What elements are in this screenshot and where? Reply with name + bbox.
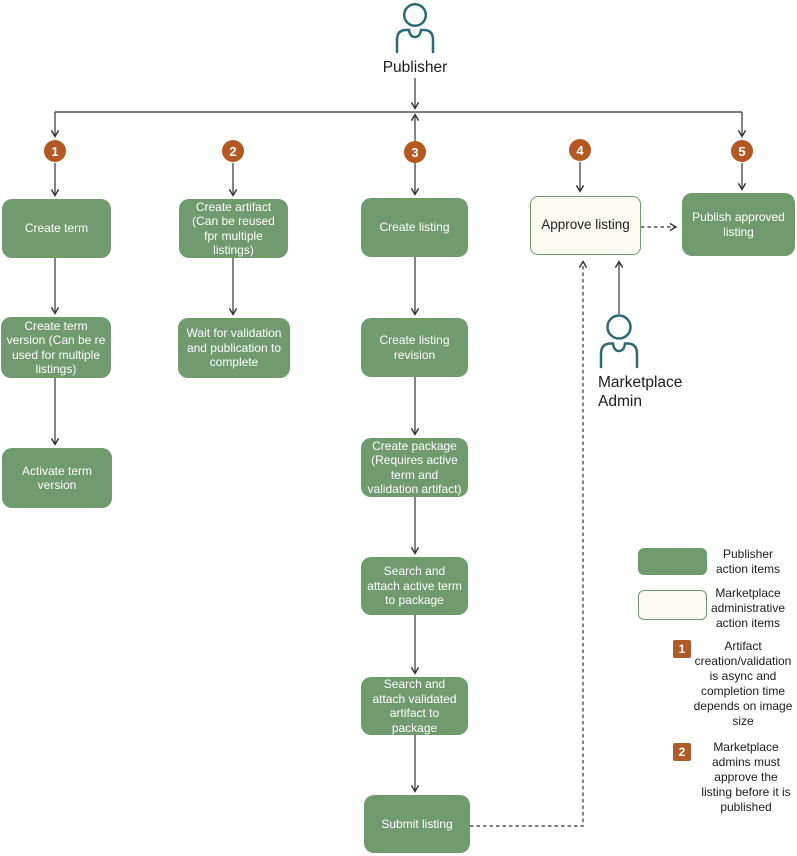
node-create-term-version: Create term version (Can be re used for …	[1, 317, 111, 378]
publisher-label: Publisher	[382, 59, 448, 76]
node-create-term: Create term	[2, 199, 111, 258]
actor-publisher: Publisher	[373, 2, 457, 77]
legend-note-badge-2: 2	[673, 743, 691, 761]
legend-note-badge-1: 1	[673, 640, 691, 658]
node-attach-artifact: Search and attach validated artifact to …	[361, 677, 468, 735]
legend-admin-label: Marketplace administrative action items	[710, 586, 786, 630]
node-approve-listing: Approve listing	[530, 196, 641, 255]
step-badge-4: 4	[569, 139, 591, 161]
legend-note-text-1: Artifact creation/validation is async an…	[693, 639, 793, 728]
node-attach-term: Search and attach active term to package	[361, 557, 468, 615]
node-create-listing-revision: Create listing revision	[361, 318, 468, 377]
step-badge-2: 2	[222, 140, 244, 162]
marketplace-admin-label: Marketplace Admin	[598, 374, 683, 410]
node-create-listing: Create listing	[361, 198, 468, 257]
actor-marketplace-admin: Marketplace Admin	[598, 313, 698, 411]
legend-note-text-2: Marketplace admins must approve the list…	[701, 740, 791, 814]
person-icon	[599, 314, 639, 369]
step-badge-5: 5	[731, 140, 753, 162]
person-icon	[395, 2, 435, 54]
step-badge-1: 1	[44, 140, 66, 162]
node-create-artifact: Create artifact (Can be reused fpr multi…	[179, 199, 288, 258]
node-publish-listing: Publish approved listing	[682, 193, 795, 256]
legend-admin-swatch	[638, 590, 707, 620]
node-wait-validation: Wait for validation and publication to c…	[178, 318, 290, 378]
connector-submit-to-approve-dashed	[470, 260, 588, 827]
legend-publisher-label: Publisher action items	[715, 547, 781, 576]
node-create-package: Create package (Requires active term and…	[361, 438, 468, 497]
legend-publisher-swatch	[638, 548, 707, 575]
step-badge-3: 3	[404, 141, 426, 163]
node-submit-listing: Submit listing	[364, 795, 470, 853]
node-activate-term-version: Activate term version	[2, 448, 112, 508]
